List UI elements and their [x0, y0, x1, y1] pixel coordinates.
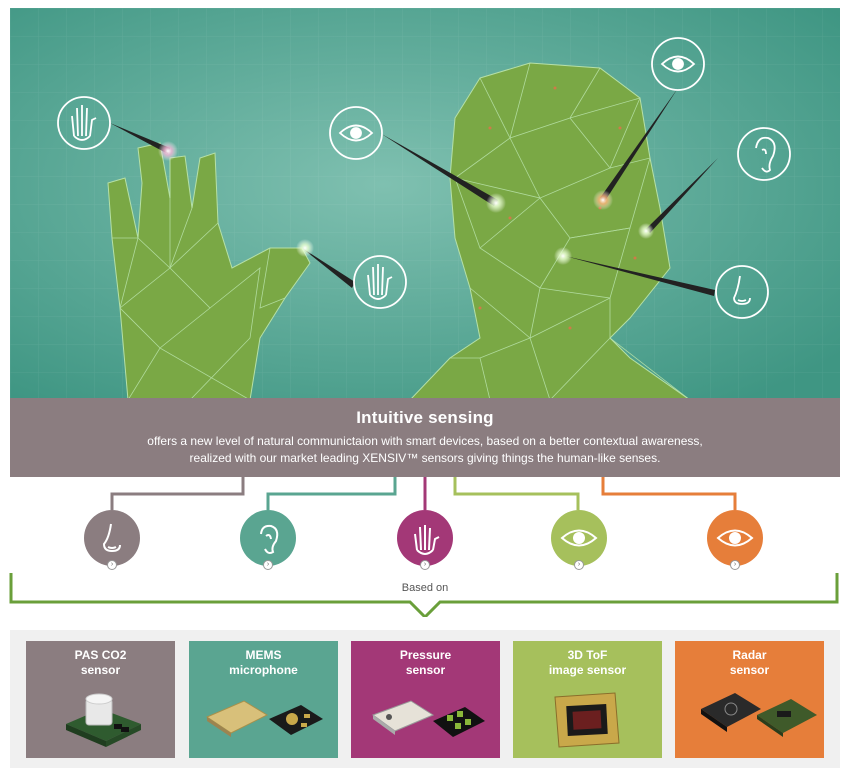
product-title-line2: microphone	[229, 663, 298, 677]
chevron-icon: ›	[574, 560, 584, 570]
banner-title: Intuitive sensing	[356, 408, 494, 427]
radar-sensor-image	[701, 693, 817, 737]
product-title-line1: Radar	[732, 648, 767, 662]
product-title-line2: image sensor	[548, 663, 627, 677]
product-title-line1: Pressure	[399, 648, 452, 662]
product-title-line2: sensor	[405, 663, 446, 677]
3d-tof-sensor-image	[554, 692, 620, 748]
product-title-line2: sensor	[729, 663, 770, 677]
sensor-glows	[158, 141, 654, 265]
product-title-line1: MEMS	[245, 648, 282, 662]
pas-co2-sensor-image	[66, 693, 141, 747]
product-title: MEMS microphone	[189, 648, 338, 678]
head-figure	[409, 62, 691, 400]
product-title: Pressure sensor	[351, 648, 500, 678]
product-card-pas-co2[interactable]: PAS CO2 sensor	[26, 641, 175, 758]
banner-line-1: offers a new level of natural communicta…	[147, 434, 703, 448]
eye-icon	[329, 106, 383, 160]
nose-icon	[715, 265, 769, 319]
product-title: Radar sensor	[675, 648, 824, 678]
product-title-line1: 3D ToF	[567, 648, 608, 662]
product-row: PAS CO2 sensor MEMS microphone Pr	[10, 630, 840, 768]
sense-sight[interactable]: ›	[551, 510, 607, 570]
hero-illustration	[10, 8, 840, 400]
banner-line-2: realized with our market leading XENSIV™…	[189, 451, 661, 465]
chevron-icon: ›	[730, 560, 740, 570]
hand-icon	[414, 525, 440, 555]
connector-lines	[9, 477, 839, 617]
eye-icon	[651, 37, 705, 91]
hand-icon	[57, 96, 111, 150]
eye-icon	[560, 529, 598, 547]
sense-touch[interactable]: ›	[397, 510, 453, 570]
banner-description: offers a new level of natural communicta…	[10, 433, 840, 467]
based-on-label: Based on	[401, 582, 449, 594]
product-title: PAS CO2 sensor	[26, 648, 175, 678]
hand-figure	[107, 142, 311, 400]
chevron-icon: ›	[263, 560, 273, 570]
nose-icon	[102, 523, 121, 553]
product-card-pressure-sensor[interactable]: Pressure sensor	[351, 641, 500, 758]
hand-icon	[353, 255, 407, 309]
product-card-3d-tof-image-sensor[interactable]: 3D ToF image sensor	[513, 641, 662, 758]
sense-hearing[interactable]: ›	[240, 510, 296, 570]
sense-smell[interactable]: ›	[84, 510, 140, 570]
eye-icon	[716, 529, 754, 547]
intuitive-sensing-banner: Intuitive sensing offers a new level of …	[10, 398, 840, 477]
chevron-icon: ›	[107, 560, 117, 570]
mems-microphone-image	[205, 700, 323, 737]
product-card-radar-sensor[interactable]: Radar sensor	[675, 641, 824, 758]
sense-sight-radar[interactable]: ›	[707, 510, 763, 570]
ear-icon	[260, 524, 279, 554]
ear-icon	[737, 127, 791, 181]
product-title-line2: sensor	[80, 663, 121, 677]
pointer-lines	[110, 88, 718, 296]
product-card-mems-microphone[interactable]: MEMS microphone	[189, 641, 338, 758]
product-title: 3D ToF image sensor	[513, 648, 662, 678]
chevron-icon: ›	[420, 560, 430, 570]
pressure-sensor-image	[371, 700, 485, 737]
product-title-line1: PAS CO2	[74, 648, 127, 662]
